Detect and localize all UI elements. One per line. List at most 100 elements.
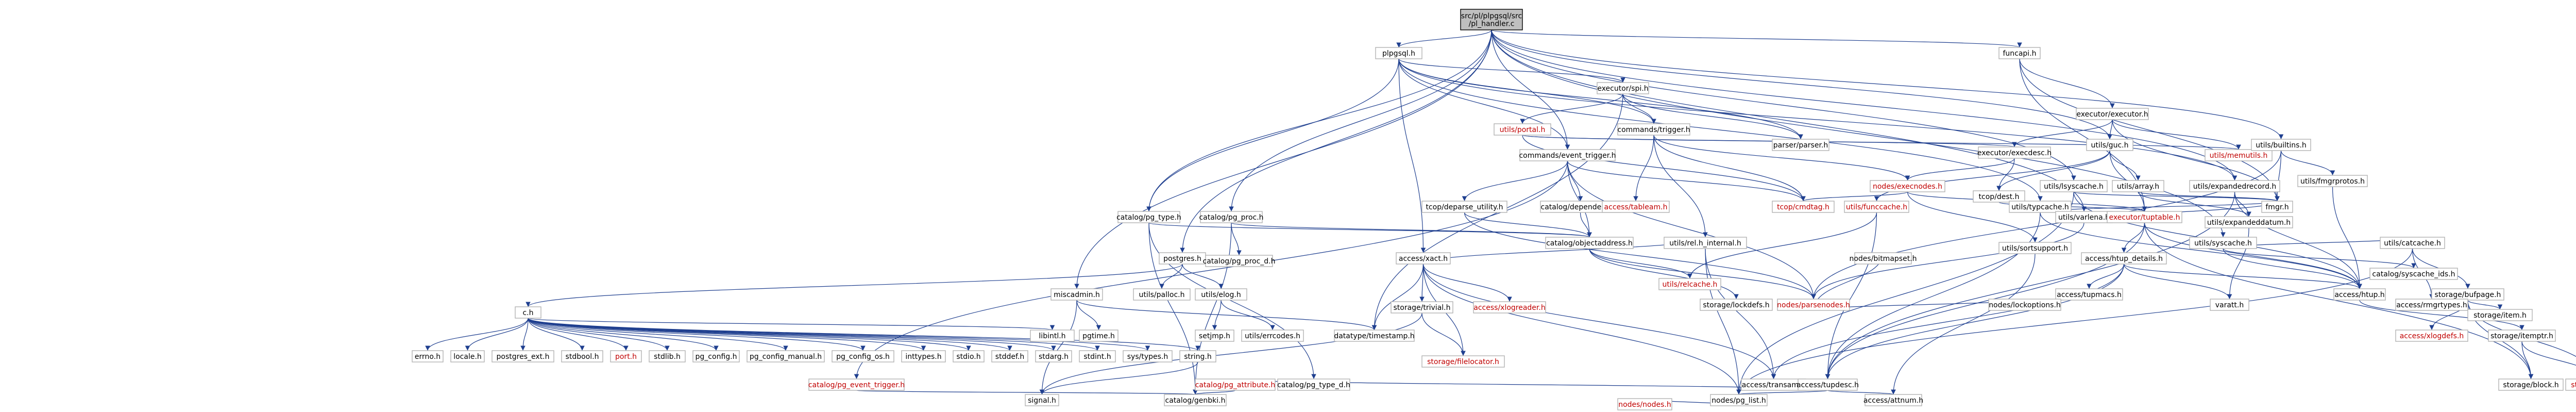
node-htup[interactable]: access/htup.h [2333, 288, 2386, 301]
node-htup-details[interactable]: access/htup_details.h [2081, 252, 2167, 265]
node-pg-config-manual[interactable]: pg_config_manual.h [747, 350, 825, 362]
node-palloc[interactable]: utils/palloc.h [1133, 288, 1191, 301]
node-tcop-deparse[interactable]: tcop/deparse_utility.h [1421, 201, 1507, 213]
node-catcache[interactable]: utils/catcache.h [2380, 237, 2445, 249]
node-pg-proc[interactable]: catalog/pg_proc.h [1199, 211, 1264, 223]
node-libintl[interactable]: libintl.h [1030, 329, 1075, 342]
node-execdesc[interactable]: executor/execdesc.h [1977, 146, 2052, 159]
node-execnodes[interactable]: nodes/execnodes.h [1870, 180, 1945, 192]
node-lsyscache[interactable]: utils/lsyscache.h [2040, 180, 2108, 192]
node-box [1391, 301, 1453, 314]
node-pg-event-trigger[interactable]: catalog/pg_event_trigger.h [808, 378, 905, 391]
node-pg-type-d[interactable]: catalog/pg_type_d.h [1277, 378, 1350, 391]
node-pg-proc-d[interactable]: catalog/pg_proc_d.h [1203, 255, 1276, 267]
node-elog[interactable]: utils/elog.h [1195, 288, 1247, 301]
node-signal[interactable]: signal.h [1025, 394, 1059, 406]
node-pg-config-os[interactable]: pg_config_os.h [832, 350, 894, 362]
edge-tupdesc-to-attnum [1827, 389, 1896, 395]
node-bufpage[interactable]: storage/bufpage.h [2431, 288, 2504, 301]
node-typcache[interactable]: utils/typcache.h [2009, 201, 2072, 213]
node-plancat[interactable]: utils/funccache.h [1844, 201, 1909, 213]
node-commands-event-trigger[interactable]: commands/event_trigger.h [1519, 149, 1616, 161]
node-memutils[interactable]: utils/memutils.h [2205, 149, 2273, 161]
node-storage-block[interactable]: storage/block.h [2498, 378, 2564, 391]
node-xact[interactable]: access/xact.h [1396, 252, 1451, 265]
node-stdlib[interactable]: stdlib.h [649, 350, 686, 362]
node-box [2107, 211, 2182, 223]
node-errcodes[interactable]: utils/errcodes.h [1241, 329, 1304, 342]
node-funcapi[interactable]: funcapi.h [1998, 47, 2041, 59]
node-array[interactable]: utils/array.h [2112, 180, 2164, 192]
node-pgtime[interactable]: pgtime.h [1079, 329, 1118, 342]
node-sortsupport[interactable]: utils/sortsupport.h [1998, 242, 2072, 254]
node-label: utils/expandeddatum.h [2207, 219, 2291, 227]
node-pg-ext[interactable]: postgres_ext.h [492, 350, 554, 362]
node-stdarg[interactable]: stdarg.h [1035, 350, 1072, 362]
node-genbki[interactable]: catalog/genbki.h [1164, 394, 1227, 406]
node-tupmacs[interactable]: access/tupmacs.h [2055, 288, 2123, 301]
node-objaddr[interactable]: catalog/objectaddress.h [1545, 237, 1634, 249]
node-postgres[interactable]: postgres.h [1159, 252, 1206, 265]
node-transam[interactable]: access/transam.h [1741, 378, 1806, 391]
node-string[interactable]: string.h [1179, 350, 1216, 362]
node-pglist[interactable]: nodes/pg_list.h [1710, 394, 1768, 406]
node-pg-attribute[interactable]: catalog/pg_attribute.h [1195, 378, 1276, 391]
node-executor[interactable]: executor/spi.h [1597, 82, 1649, 94]
node-bitmapset[interactable]: nodes/bitmapset.h [1849, 252, 1917, 265]
edge-root-to-miscadmin [1074, 29, 1492, 289]
node-xlogdefs[interactable]: access/xlogdefs.h [2395, 329, 2468, 342]
node-datetime[interactable]: datatype/timestamp.h [1334, 329, 1415, 342]
node-parser[interactable]: parser/parser.h [1772, 139, 1829, 151]
node-stddef[interactable]: stddef.h [991, 350, 1028, 362]
node-varlena[interactable]: utils/varlena.h [2055, 211, 2113, 223]
node-port[interactable]: port.h [610, 350, 642, 362]
node-syscache[interactable]: utils/syscache.h [2189, 237, 2257, 249]
node-relcache-internal[interactable]: utils/rel.h_internal.h [1664, 237, 1747, 249]
node-pg-type[interactable]: catalog/pg_type.h [1116, 211, 1181, 223]
node-tupdesc[interactable]: access/tupdesc.h [1797, 378, 1859, 391]
node-lockdefs[interactable]: storage/lockdefs.h [1700, 299, 1773, 311]
node-trivial[interactable]: storage/trivial.h [1391, 301, 1453, 314]
node-errno[interactable]: errno.h [412, 350, 444, 362]
node-setjmp[interactable]: setjmp.h [1195, 329, 1234, 342]
node-guc[interactable]: utils/guc.h [2086, 139, 2133, 151]
node-c[interactable]: c.h [515, 306, 541, 319]
node-tuptable[interactable]: executor/tuptable.h [2107, 211, 2182, 223]
node-stdint[interactable]: stdint.h [1079, 350, 1116, 362]
node-executor-h[interactable]: executor/executor.h [2076, 108, 2149, 120]
node-pg-config[interactable]: pg_config.h [692, 350, 740, 362]
node-stdbool[interactable]: stdbool.h [561, 350, 603, 362]
node-syscache-ids[interactable]: catalog/syscache_ids.h [2369, 268, 2458, 280]
node-builtins[interactable]: utils/builtins.h [2251, 139, 2311, 151]
node-rmgrtypes[interactable]: access/rmgrtypes.h [2395, 299, 2468, 311]
node-itemptr[interactable]: storage/itemptr.h [2488, 329, 2556, 342]
node-plpgsql[interactable]: plpgsql.h [1375, 47, 1422, 59]
node-fmgrprotos[interactable]: utils/fmgrprotos.h [2297, 175, 2368, 187]
node-varatt[interactable]: varatt.h [2210, 299, 2249, 311]
node-expandedrecord[interactable]: utils/expandedrecord.h [2189, 180, 2280, 192]
node-storage-mem[interactable]: storage/item.h [2467, 309, 2533, 321]
node-nodes-h[interactable]: nodes/nodes.h [1617, 398, 1672, 410]
node-stdio[interactable]: stdio.h [953, 350, 985, 362]
node-attnum[interactable]: access/attnum.h [1863, 394, 1923, 406]
node-filelocator[interactable]: storage/filelocator.h [1421, 355, 1505, 368]
node-lockoptions[interactable]: nodes/lockoptions.h [1988, 299, 2061, 311]
node-pg-depend[interactable]: catalog/dependency.h [1540, 201, 1621, 213]
node-box [1030, 329, 1075, 342]
node-parsenodes[interactable]: nodes/parsenodes.h [1777, 299, 1850, 311]
node-storage-off[interactable]: storage/off.h [2565, 378, 2576, 391]
node-label: utils/expandedrecord.h [2193, 183, 2277, 191]
node-xlogreader[interactable]: access/xlogreader.h [1473, 301, 1546, 314]
node-relcache[interactable]: utils/relcache.h [1658, 278, 1721, 290]
node-fmgr[interactable]: fmgr.h [2261, 201, 2293, 213]
node-tcopdest[interactable]: tcop/dest.h [1973, 190, 2025, 203]
node-tableam[interactable]: access/tableam.h [1602, 201, 1670, 213]
node-inttypes[interactable]: inttypes.h [901, 350, 946, 362]
node-expandeddatum[interactable]: utils/expandeddatum.h [2205, 216, 2293, 228]
node-miscadmin[interactable]: miscadmin.h [1050, 288, 1103, 301]
node-cmd-trigger[interactable]: commands/trigger.h [1617, 123, 1690, 136]
node-locale[interactable]: locale.h [450, 350, 485, 362]
node-spi-portal[interactable]: utils/portal.h [1494, 123, 1551, 136]
node-systypes[interactable]: sys/types.h [1123, 350, 1173, 362]
node-tuplestore[interactable]: tcop/cmdtag.h [1772, 201, 1835, 213]
